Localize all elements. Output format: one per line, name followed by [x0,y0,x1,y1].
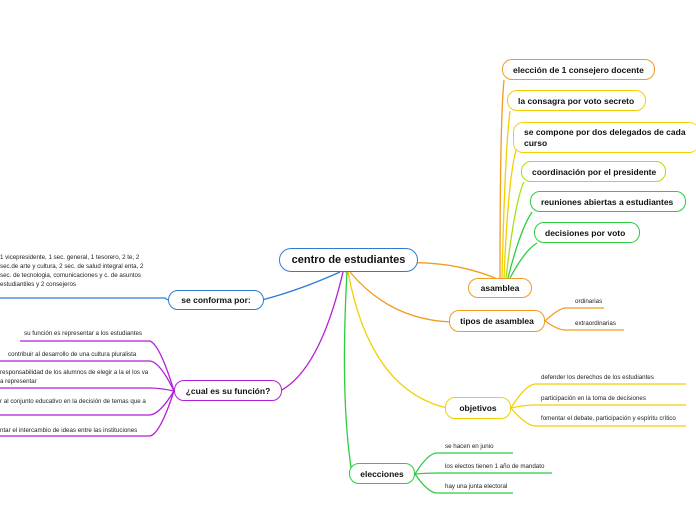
asamblea-item-consejero[interactable]: elección de 1 consejero docente [502,59,655,80]
elecciones-item-junta[interactable]: hay una junta electoral [445,483,508,490]
connector-funcion [279,271,344,392]
connector-debate [510,407,686,427]
funcion-item-conjunto-educativo[interactable]: r al conjunto educativo en la decisión d… [0,398,146,405]
asamblea-item-decisiones[interactable]: decisiones por voto [534,222,640,243]
topic-asamblea[interactable]: asamblea [468,278,532,298]
connector-elecciones [343,271,353,475]
connector-junta [414,473,513,494]
connector-asamblea-coordinacion [505,181,525,279]
conforma-text[interactable]: 1 vicepresidente, 1 sec. general, 1 teso… [0,254,144,288]
funcion-item-responsabilidad[interactable]: responsabilidad de los alumnos de elegir… [0,369,149,385]
tipos-item-extraordinarias[interactable]: extraordinarias [575,320,616,327]
elecciones-item-junio[interactable]: se hacen en junio [445,443,494,450]
connector-derechos [510,383,686,409]
topic-se-conforma-por[interactable]: se conforma por: [168,290,264,310]
connector-conjunto [0,390,175,416]
connector-asamblea-consejero [499,79,505,279]
topic-objetivos[interactable]: objetivos [445,397,511,419]
connector-participacion [510,404,686,409]
connector-conforma [261,271,341,301]
connector-junio [414,452,513,475]
asamblea-item-delegados[interactable]: se compone por dos delegados de cada cur… [513,122,696,153]
connector-ordinarias [544,307,604,322]
topic-cual-es-su-funcion[interactable]: ¿cual es su función? [174,380,282,401]
connector-intercambio [0,390,175,437]
connector-extraordinarias [544,320,624,331]
asamblea-item-coordinacion[interactable]: coordinación por el presidente [521,161,666,182]
objetivos-item-participacion[interactable]: participación en la toma de decisiones [541,395,646,402]
connector-objetivos [347,271,448,409]
connector-cultura [0,360,175,392]
connector-tipos [349,271,453,323]
elecciones-item-mandato[interactable]: los electos tienen 1 año de mandato [445,463,545,470]
topic-elecciones[interactable]: elecciones [349,463,415,484]
connector-conforma-text [0,297,169,301]
topic-tipos-de-asamblea[interactable]: tipos de asamblea [449,310,545,332]
connector-mandato [414,472,552,475]
connector-responsabilidad [0,387,175,392]
objetivos-item-debate[interactable]: fomentar el debate, participación y espí… [541,415,676,422]
tipos-item-ordinarias[interactable]: ordinarias [575,298,603,305]
connector-asamblea-decisiones [509,242,538,279]
funcion-item-representar[interactable]: su función es representar a los estudian… [24,330,142,337]
objetivos-item-derechos[interactable]: defender los derechos de los estudiantes [541,374,654,381]
asamblea-item-voto-secreto[interactable]: la consagra por voto secreto [507,90,646,111]
funcion-item-intercambio[interactable]: ntar el intercambio de ideas entre las i… [0,427,138,434]
connector-asamblea-voto [501,110,511,279]
connector-asamblea-delegados [503,149,517,279]
connector-asamblea-reuniones [507,211,533,279]
asamblea-item-reuniones[interactable]: reuniones abiertas a estudiantes [530,191,686,212]
central-topic[interactable]: centro de estudiantes [279,248,418,272]
connector-representar [20,340,175,392]
funcion-item-cultura[interactable]: contribuir al desarrollo de una cultura … [8,351,137,358]
